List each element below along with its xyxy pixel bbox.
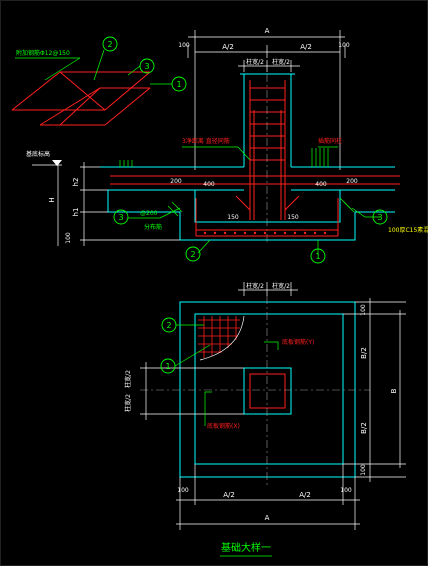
section-dim-200-left: 200 <box>170 178 182 185</box>
section-stirrup-note: @200 <box>140 210 158 217</box>
section-dim-100-bottom: 100 <box>65 232 72 244</box>
plan-top-dimension <box>238 282 298 296</box>
section-stirrup-note2: 分布筋 <box>144 223 162 231</box>
plan-bottom-a: A <box>265 514 270 522</box>
detail-callout-circles <box>102 36 187 92</box>
section-callout-2: 2 <box>190 250 195 259</box>
detail-callout-2: 2 <box>107 40 112 49</box>
detail-rebar <box>11 71 151 126</box>
ground-level-marker <box>52 160 62 166</box>
plan-view: 柱宽/2 柱宽/2 <box>124 282 406 530</box>
plan-rebar-x: 底板钢筋(X) <box>207 422 240 430</box>
plan-left-dim-b: 柱宽/2 <box>124 394 132 412</box>
plan-dim-b: B <box>390 388 398 393</box>
detail-callout-3: 3 <box>144 62 149 71</box>
drawing-title: 基础大样一 <box>221 541 271 554</box>
plan-footing-inner <box>194 313 344 465</box>
section-h2: h2 <box>72 178 80 187</box>
section-dim-200-right: 200 <box>346 178 358 185</box>
plan-column <box>243 367 292 415</box>
section-view: A A/2 A/2 100 100 柱宽/2 柱宽/2 <box>26 27 428 264</box>
plan-col-half-left: 柱宽/2 <box>246 282 264 290</box>
plan-dim-100-top: 100 <box>360 304 367 316</box>
plan-rebar-mesh <box>198 316 240 358</box>
section-note-col-rebar: 插筋同柱 <box>318 137 342 145</box>
section-callout-3-left: 3 <box>118 213 123 222</box>
plan-dim-b-half-bottom: B/2 <box>360 422 368 434</box>
plan-left-dim-a: 柱宽/2 <box>124 370 132 388</box>
section-ground-level: 基底标高 <box>26 150 50 158</box>
detail-leaders <box>15 49 172 85</box>
plan-col-half-right: 柱宽/2 <box>272 282 290 290</box>
plan-mesh-break-line <box>199 315 245 361</box>
plan-dim-100-bottom: 100 <box>360 464 367 476</box>
plan-callout-1: 1 <box>165 362 170 371</box>
detail-callout-1: 1 <box>176 80 181 89</box>
section-callout-circles <box>113 209 388 264</box>
plan-rebar-y: 底板钢筋(Y) <box>282 338 314 346</box>
section-distribution-bars <box>203 231 327 235</box>
section-dim-400-right: 400 <box>315 181 327 188</box>
plan-bottom-a-half-right: A/2 <box>299 491 311 499</box>
section-dim-150-left: 150 <box>227 214 239 221</box>
plan-leaders <box>174 324 279 426</box>
section-cushion-note: 100厚C15素混 <box>388 226 428 234</box>
plan-right-dimension <box>343 298 406 482</box>
section-note-tie: 3净距离 直径同筋 <box>182 137 230 145</box>
plan-footing-outer <box>179 301 356 478</box>
section-dim-a-half-right: A/2 <box>300 43 312 51</box>
section-dim-150-right: 150 <box>287 214 299 221</box>
section-column-rebar <box>249 80 286 220</box>
section-column <box>240 73 295 167</box>
section-footing-rebar <box>110 175 400 237</box>
plan-callout-2: 2 <box>166 321 171 330</box>
section-dim-400-left: 400 <box>203 181 215 188</box>
section-dim-a: A <box>265 27 270 35</box>
section-col-half-left: 柱宽/2 <box>246 58 264 66</box>
plan-column-rebar <box>249 373 286 409</box>
detail-note: 附加钢筋Φ12@150 <box>16 49 70 57</box>
section-leaders <box>128 146 380 255</box>
section-hatch <box>119 148 355 217</box>
plan-left-dimension <box>140 362 244 420</box>
section-dim-100-left: 100 <box>178 42 190 49</box>
section-col-half-right: 柱宽/2 <box>272 58 290 66</box>
plan-bottom-dimension <box>176 464 360 530</box>
section-dim-100-right: 100 <box>338 42 350 49</box>
section-left-dimension <box>32 162 180 246</box>
plan-bottom-a-half-left: A/2 <box>223 491 235 499</box>
plan-dim-b-half-top: B/2 <box>360 347 368 359</box>
section-h1: h1 <box>72 208 80 217</box>
plan-callout-circles <box>160 317 177 374</box>
plan-bottom-100-right: 100 <box>340 487 352 494</box>
section-callout-1: 1 <box>315 252 320 261</box>
rebar-detail: 附加钢筋Φ12@150 2 3 1 <box>11 36 187 126</box>
section-callout-3-right: 3 <box>377 213 382 222</box>
section-dim-a-half-left: A/2 <box>222 43 234 51</box>
section-h: H <box>48 197 56 202</box>
plan-bottom-100-left: 100 <box>177 487 189 494</box>
